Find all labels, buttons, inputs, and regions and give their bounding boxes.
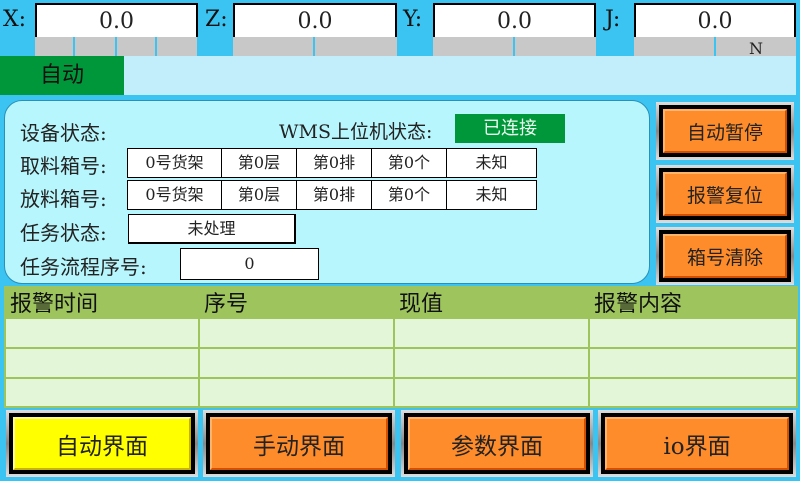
table-row-divider [6,377,796,379]
wms-status-badge: 已连接 [455,114,565,143]
place-position-cell: 第0个 [371,180,447,210]
pick-shelf-cell: 0号货架 [127,148,222,178]
axis-y-segment [433,37,513,56]
nav-manual-button[interactable]: 手动界面 [210,417,388,470]
pick-row-cell: 第0排 [296,148,372,178]
place-layer-cell: 第0层 [221,180,297,210]
mode-bar [0,56,796,95]
axis-z-value: 0.0 [233,3,397,37]
axis-y-segment [515,37,596,56]
place-box-label: 放料箱号: [20,187,107,211]
axis-j-label: J: [605,7,621,32]
auto-pause-frame: 自动暂停 [656,102,794,160]
table-row-divider [6,347,796,349]
task-seq-value: 0 [180,248,319,280]
axis-x-segment [117,37,155,56]
nav-auto-frame: 自动界面 [6,410,198,477]
nav-manual-frame: 手动界面 [203,410,395,477]
nav-io-frame: io界面 [598,410,796,477]
task-status-value: 未处理 [128,214,296,244]
box-clear-button[interactable]: 箱号清除 [663,234,787,278]
pick-status-cell: 未知 [446,148,537,178]
table-col-divider [588,319,590,408]
axis-y-label: Y: [403,7,423,32]
box-clear-frame: 箱号清除 [656,227,794,285]
column-current-value: 现值 [399,292,444,317]
column-alarm-time: 报警时间 [10,292,99,317]
alarm-table: 报警时间 序号 现值 报警内容 [4,286,798,408]
column-alarm-content: 报警内容 [594,292,683,317]
axis-x-segment [75,37,115,56]
mode-indicator: 自动 [0,56,124,95]
table-col-divider [198,319,200,408]
nav-io-button[interactable]: io界面 [605,417,789,470]
axis-j-value: 0.0 [634,3,796,37]
axis-j-segment: N [716,37,796,58]
pick-position-cell: 第0个 [371,148,447,178]
axis-z-segment [315,37,397,56]
place-status-cell: 未知 [446,180,537,210]
auto-pause-button[interactable]: 自动暂停 [663,109,787,153]
axis-x-segment [157,37,197,56]
nav-params-button[interactable]: 参数界面 [408,417,586,470]
axis-y-value: 0.0 [433,3,596,37]
column-index: 序号 [204,292,249,317]
place-row-cell: 第0排 [296,180,372,210]
alarm-table-header: 报警时间 序号 现值 报警内容 [6,288,796,319]
alarm-reset-frame: 报警复位 [656,165,794,223]
task-seq-label: 任务流程序号: [20,255,147,279]
table-col-divider [393,319,395,408]
nav-auto-button[interactable]: 自动界面 [13,417,191,470]
axis-x-segment [35,37,73,56]
wms-status-label: WMS上位机状态: [279,121,433,143]
axis-j-segment [634,37,714,56]
axis-x-label: X: [3,7,27,32]
nav-params-frame: 参数界面 [401,410,593,477]
pick-layer-cell: 第0层 [221,148,297,178]
axis-z-label: Z: [205,7,228,32]
device-status-label: 设备状态: [20,121,107,145]
place-shelf-cell: 0号货架 [127,180,222,210]
alarm-reset-button[interactable]: 报警复位 [663,172,787,216]
axis-x-value: 0.0 [35,3,198,37]
pick-box-label: 取料箱号: [20,154,107,178]
task-status-label: 任务状态: [20,221,107,245]
axis-z-segment [233,37,313,56]
